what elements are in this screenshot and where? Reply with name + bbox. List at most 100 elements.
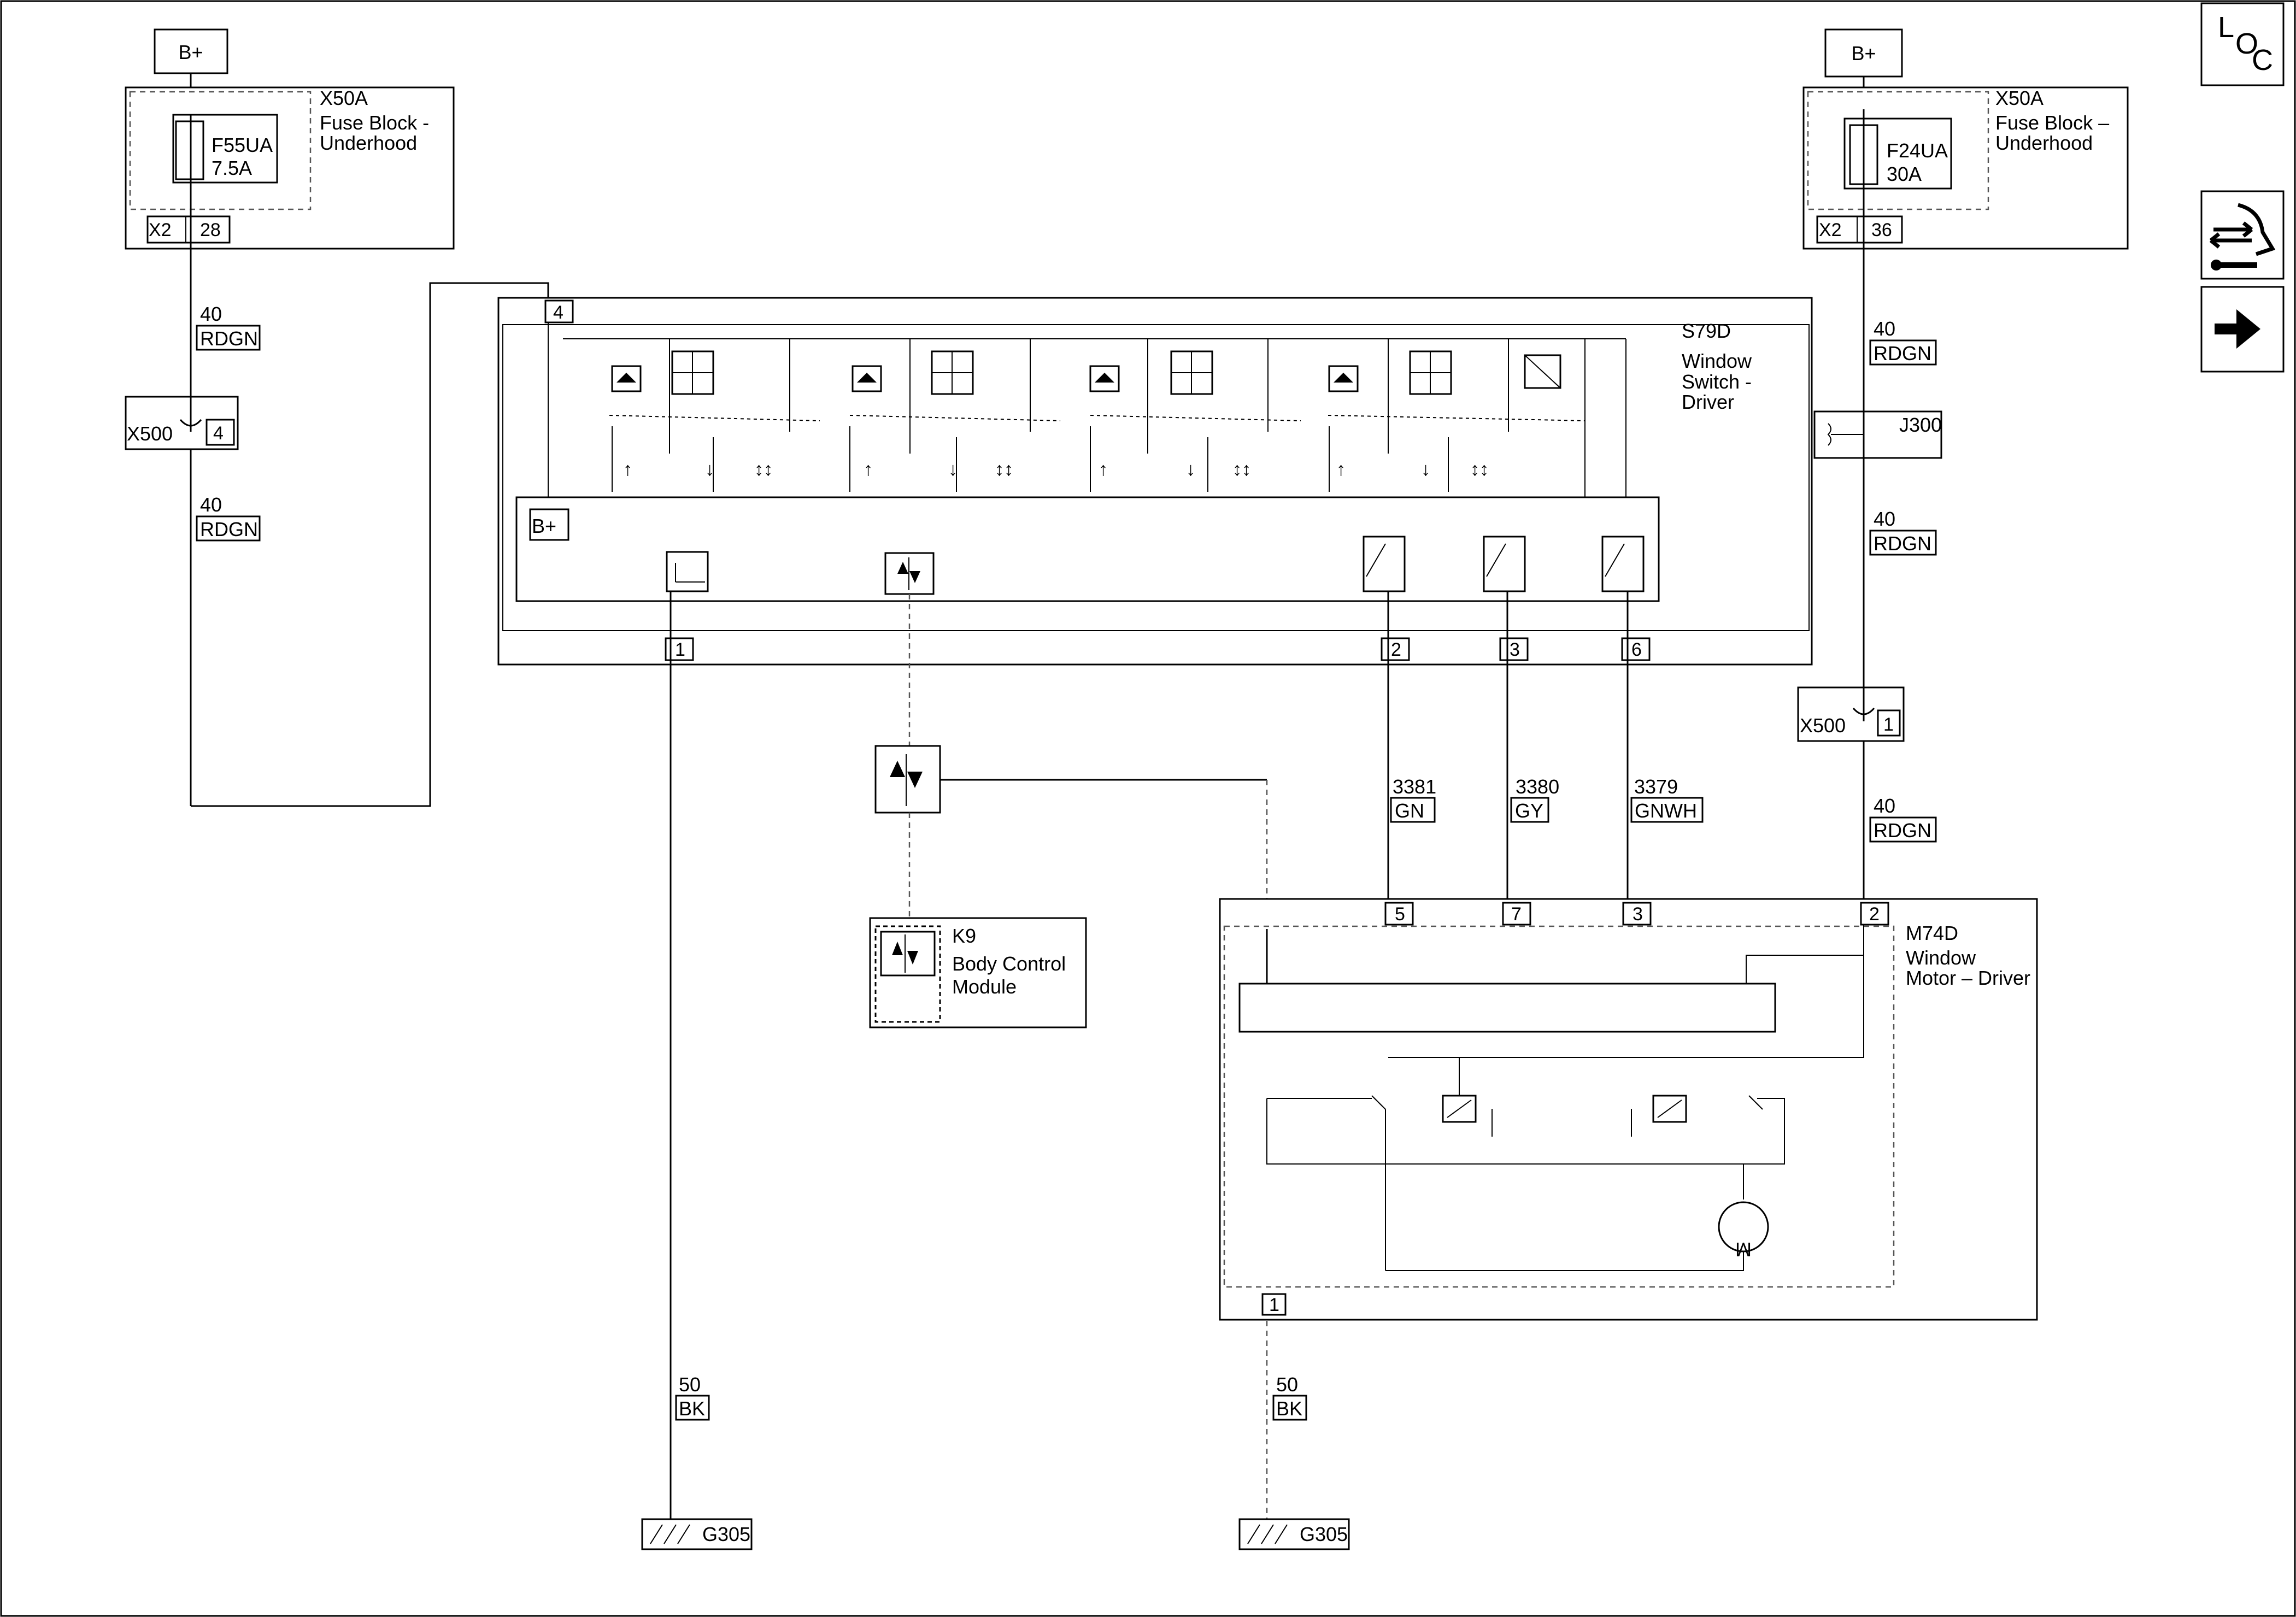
window-switch-s79d: 4 S79D Window Switch - Driver ↑ ↓ ↕↕ [497,297,1813,666]
power-source-right: B+ [1824,28,1903,78]
svg-text:↓: ↓ [1421,459,1430,480]
svg-text:↓: ↓ [1186,459,1195,480]
svg-text:↑: ↑ [1099,459,1108,480]
fuse-symbol-left [175,120,204,180]
fuse-block-name1-right: Fuse Block – [1995,111,2109,134]
ground-ref-left: G305 [702,1523,750,1545]
wire-3379-circuit: 3379 [1634,775,1678,798]
bcm-ref: K9 [952,925,976,947]
svg-text:↕↕: ↕↕ [1470,459,1489,480]
ground-gauge-right: 50 [1276,1373,1298,1396]
svg-text:↓: ↓ [705,459,714,480]
switch-pin-power: 4 [553,302,563,323]
wire-3381-color: GN [1395,799,1424,822]
ground-color-left: BK [679,1397,705,1420]
connector-pin-right: 36 [1871,220,1892,240]
fuse-block-ref-right: X50A [1995,87,2044,109]
motor-pin-b: 7 [1511,904,1522,925]
fuse-block-right: F24UA 30A X50A Fuse Block – Underhood X2… [1802,86,2129,250]
switch-group-3: ↑ ↓ ↕↕ [1089,339,1301,492]
x500-ref-right: X500 [1800,714,1846,737]
wire-gauge-right-top: 40 [1874,317,1895,340]
svg-text:↑: ↑ [623,459,632,480]
fuse-block-name1-left: Fuse Block - [320,111,429,134]
wire-color-left-top: RDGN [200,327,258,350]
inline-connector-x500-right: X500 1 [1797,686,1905,742]
svg-text:↑: ↑ [864,459,873,480]
ground-ref-right: G305 [1300,1523,1348,1545]
location-button[interactable]: L O C [2200,2,2285,86]
wire-color-right-low: RDGN [1874,819,1931,842]
x500-pin-right: 1 [1883,714,1894,735]
fuse-id-right: F24UA [1887,139,1948,162]
switch-group-2: ↑ ↓ ↕↕ [849,339,1061,492]
fuse-block-ref-left: X50A [320,87,368,109]
fuse-rating-left: 7.5A [212,157,252,179]
body-control-module-k9: K9 Body Control Module [869,917,1087,1028]
power-label-right: B+ [1851,42,1876,64]
x500-pin-left: 4 [213,423,224,444]
ground-g305-left: G305 [641,1518,753,1550]
bcm-name1: Body Control [952,952,1066,975]
fuse-rating-right: 30A [1887,163,1922,185]
splice-j300: J300 [1813,410,1942,459]
connector-tool-icon [2209,203,2276,271]
wire-3380-circuit: 3380 [1516,775,1559,798]
wire-color-right-mid: RDGN [1874,532,1931,555]
switch-name3: Driver [1682,391,1734,413]
ground-g305-right: G305 [1238,1518,1350,1550]
wire-3381-circuit: 3381 [1393,775,1436,798]
connector-views-button[interactable] [2200,190,2285,280]
loc-letter-l: L [2218,11,2234,44]
switch-name1: Window [1682,350,1752,372]
motor-name2: Motor – Driver [1906,967,2030,989]
power-label-left: B+ [178,41,203,63]
switch-group-4: ↑ ↓ ↕↕ [1328,339,1586,497]
arrow-right-icon [2215,309,2260,349]
power-source-left: B+ [154,28,228,74]
inline-connector-x500-left: X500 4 [125,396,239,450]
switch-name2: Switch - [1682,371,1752,393]
wire-gauge-left-top: 40 [200,303,222,325]
wire-gauge-left-mid: 40 [200,493,222,516]
switch-internal-power: B+ [532,515,556,537]
motor-pin-a: 5 [1395,904,1405,925]
motor-pin-ground: 1 [1269,1295,1279,1315]
fuse-block-name2-right: Underhood [1995,132,2093,154]
svg-text:↑: ↑ [1336,459,1346,480]
switch-ref: S79D [1682,320,1731,342]
ground-symbol [666,551,709,592]
svg-text:↕↕: ↕↕ [995,459,1013,480]
ground-gauge-left: 50 [679,1373,701,1396]
ground-color-right: BK [1276,1397,1302,1420]
motor-ref: M74D [1906,922,1958,944]
svg-text:↓: ↓ [948,459,958,480]
x500-ref-left: X500 [127,422,173,445]
loc-letter-o: O [2235,27,2258,60]
fuse-block-left: F55UA 7.5A X50A Fuse Block - Underhood X… [125,86,455,250]
connector-pin-left: 28 [200,220,221,240]
window-motor-m74d: 5 7 3 2 M74D Window Motor – Driver M 1 [1219,898,2038,1321]
wire-gauge-right-mid: 40 [1874,508,1895,530]
wire-gauge-right-low: 40 [1874,795,1895,817]
fuse-id-left: F55UA [212,134,273,156]
svg-text:↕↕: ↕↕ [754,459,773,480]
next-button[interactable] [2200,286,2285,373]
motor-name1: Window [1906,946,1976,969]
fuse-block-name2-left: Underhood [320,132,417,154]
connector-x2-right: X2 [1819,220,1842,240]
wire-color-right-top: RDGN [1874,342,1931,364]
switch-pin-c: 6 [1631,639,1642,660]
splice-ref: J300 [1899,414,1942,436]
loc-letter-c: C [2252,44,2273,77]
wire-3380-color: GY [1515,799,1543,822]
switch-pin-ground: 1 [675,639,685,660]
comm-icon-mid [874,745,941,814]
bcm-name2: Module [952,975,1017,998]
svg-text:↕↕: ↕↕ [1232,459,1251,480]
motor-pin-power: 2 [1869,904,1880,925]
switch-group-1: ↑ ↓ ↕↕ [609,339,820,492]
switch-pin-b: 3 [1510,639,1520,660]
switch-pin-a: 2 [1391,639,1401,660]
